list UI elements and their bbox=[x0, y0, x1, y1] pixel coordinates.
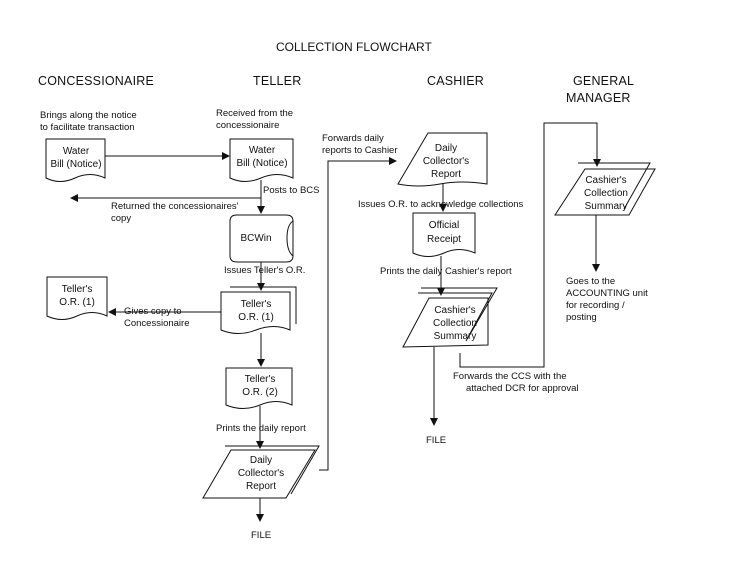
tellers-or-concessionaire-line1: Teller's bbox=[62, 284, 93, 295]
ccs-gm-line1: Cashier's bbox=[585, 175, 626, 186]
official-receipt-shape bbox=[412, 212, 476, 257]
ccs-cashier-back-2 bbox=[421, 287, 498, 337]
note-received-line2: concessionaire bbox=[216, 120, 280, 131]
lane-general-manager-line2: MANAGER bbox=[566, 91, 631, 105]
note-goes-accounting-line2: ACCOUNTING unit bbox=[566, 288, 648, 299]
file-cashier: FILE bbox=[426, 435, 447, 446]
note-forwards-cashier-line1: Forwards daily bbox=[322, 133, 384, 144]
water-bill-concessionaire-line1: Water bbox=[63, 146, 90, 157]
dcr-cashier-line3: Report bbox=[431, 169, 461, 180]
ccs-gm-shape bbox=[554, 168, 656, 216]
dcr-teller-shape bbox=[202, 449, 316, 499]
note-forwards-cashier-line2: reports to Cashier bbox=[322, 145, 398, 156]
ccs-gm-line2: Collection bbox=[584, 188, 628, 199]
note-goes-accounting-line3: for recording / bbox=[566, 300, 625, 311]
dcr-teller-line2: Collector's bbox=[238, 468, 284, 479]
dcr-cashier-line2: Collector's bbox=[423, 156, 469, 167]
note-issues-or-ack: Issues O.R. to acknowledge collections bbox=[358, 199, 524, 210]
ccs-cashier-shape bbox=[402, 297, 489, 348]
tellers-or-1-back bbox=[230, 286, 297, 324]
note-brings-notice-line2: to facilitate transaction bbox=[40, 122, 135, 133]
tellers-or-2-line2: O.R. (2) bbox=[242, 387, 278, 398]
note-posts-to-bcs: Posts to BCS bbox=[263, 185, 320, 196]
water-bill-teller-line2: Bill (Notice) bbox=[236, 158, 287, 169]
lane-teller: TELLER bbox=[253, 74, 302, 88]
dcr-cashier-shape bbox=[397, 132, 488, 187]
note-prints-daily-report: Prints the daily report bbox=[216, 423, 306, 434]
tellers-or-2-line1: Teller's bbox=[245, 374, 276, 385]
note-forwards-ccs-line2: attached DCR for approval bbox=[466, 383, 579, 394]
note-issues-tellers-or: Issues Teller's O.R. bbox=[224, 265, 306, 276]
official-receipt-line1: Official bbox=[429, 220, 459, 231]
water-bill-teller-line1: Water bbox=[249, 145, 276, 156]
dcr-cashier-line1: Daily bbox=[435, 143, 457, 154]
tellers-or-concessionaire-line2: O.R. (1) bbox=[59, 297, 95, 308]
ccs-cashier-line3: Summary bbox=[434, 331, 477, 342]
note-received-line1: Received from the bbox=[216, 108, 294, 119]
bcwin-label: BCWin bbox=[240, 233, 271, 244]
note-forwards-ccs-line1: Forwards the CCS with the bbox=[453, 371, 567, 382]
official-receipt-line2: Receipt bbox=[427, 234, 461, 245]
tellers-or-1-line1: Teller's bbox=[241, 299, 272, 310]
water-bill-teller-shape bbox=[229, 138, 294, 182]
note-goes-accounting-line4: posting bbox=[566, 312, 597, 323]
chart-title: COLLECTION FLOWCHART bbox=[276, 40, 432, 54]
tellers-or-concessionaire-shape bbox=[46, 276, 108, 320]
ccs-gm-line3: Summary bbox=[585, 201, 628, 212]
lane-cashier: CASHIER bbox=[427, 74, 484, 88]
ccs-cashier-line2: Collection bbox=[433, 318, 477, 329]
tellers-or-2-shape bbox=[225, 367, 293, 409]
note-brings-notice-line1: Brings along the notice bbox=[40, 110, 137, 121]
water-bill-concessionaire-line2: Bill (Notice) bbox=[50, 159, 101, 170]
lane-concessionaire: CONCESSIONAIRE bbox=[38, 74, 155, 88]
lane-general-manager-line1: GENERAL bbox=[573, 74, 635, 88]
note-goes-accounting-line1: Goes to the bbox=[566, 276, 616, 287]
note-prints-cashiers-report: Prints the daily Cashier's report bbox=[380, 266, 512, 277]
arrow-ccs-to-gm bbox=[459, 122, 601, 368]
tellers-or-1-line2: O.R. (1) bbox=[238, 312, 274, 323]
dcr-teller-line1: Daily bbox=[250, 455, 272, 466]
note-returned-line1: Returned the concessionaires' bbox=[111, 201, 239, 212]
note-gives-copy-line1: Gives copy to bbox=[124, 306, 182, 317]
water-bill-concessionaire-shape bbox=[45, 138, 106, 182]
ccs-cashier-line1: Cashier's bbox=[434, 305, 475, 316]
tellers-or-1-shape bbox=[220, 291, 291, 334]
file-teller: FILE bbox=[251, 530, 272, 541]
dcr-teller-line3: Report bbox=[246, 481, 276, 492]
ccs-gm-back bbox=[578, 162, 651, 210]
note-returned-line2: copy bbox=[111, 213, 132, 224]
note-gives-copy-line2: Concessionaire bbox=[124, 318, 190, 329]
arrow-forward-to-cashier bbox=[319, 157, 397, 471]
